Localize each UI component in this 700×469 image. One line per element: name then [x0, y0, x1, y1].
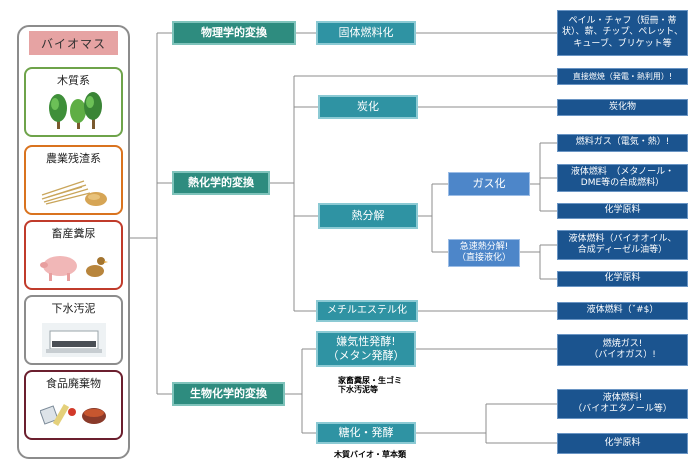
- category-label: 下水汚泥: [51, 302, 96, 315]
- category-sewage-sludge: 下水汚泥: [24, 295, 123, 365]
- product-solid-fuels: ペイル・チャフ（短冊・蒂 状）、薪、チップ、ペレット、 キューブ、ブリケット等: [557, 10, 688, 56]
- product-fuel-gas: 燃料ガス（電気・熱）!: [557, 134, 688, 152]
- process-carbonization: 炭化: [318, 95, 418, 119]
- product-biogas: 燃焼ガス! （バイオガス）!: [557, 334, 688, 366]
- product-chemical-feedstock: 化学原料: [557, 271, 688, 287]
- category-agri-residue: 農業残渣系: [24, 145, 123, 215]
- pig-duck-icon: [40, 256, 108, 281]
- process-solid-fuel: 固体燃料化: [316, 21, 416, 45]
- process-pyrolysis: 熱分解: [318, 203, 418, 229]
- trees-icon: [49, 92, 102, 129]
- product-direct-combustion: 直接燃焼（発電・熱利用）!: [557, 68, 688, 85]
- conversion-physical: 物理学的変換: [172, 21, 296, 45]
- process-saccharification: 糖化・発酵: [316, 422, 416, 444]
- conversion-thermochemical: 熱化学的変換: [172, 171, 270, 195]
- product-bioethanol: 液体燃料! （バイオエタノール等）: [557, 389, 688, 419]
- conversion-biochemical: 生物化学的変換: [172, 382, 285, 406]
- category-label: 木質系: [57, 74, 90, 87]
- straw-icon: [41, 180, 107, 206]
- product-chemical-feedstock: 化学原料: [557, 203, 688, 219]
- category-livestock-manure: 畜産糞尿: [24, 220, 123, 290]
- product-liquid-fuel: 液体燃料（ˇ#$）: [557, 302, 688, 320]
- product-charcoal: 炭化物: [557, 99, 688, 116]
- saccharification-feedstock-note: 木質バイオ・草本類: [334, 450, 406, 459]
- process-methyl-ester: メチルエステル化: [316, 300, 418, 322]
- anaerobic-feedstock-note: 家畜糞尿・生ゴミ 下水汚泥等: [338, 376, 402, 395]
- process-gasification: ガス化: [448, 172, 530, 196]
- category-label: 食品廃棄物: [46, 377, 101, 390]
- sewage-tank-icon: [42, 323, 106, 357]
- category-label: 畜産糞尿: [51, 227, 96, 240]
- process-anaerobic-fermentation: 嫌気性発酵! （メタン発酵）: [316, 331, 416, 367]
- product-bio-oil: 液体燃料（バイオオイル、 合成ディーゼル油等）: [557, 230, 688, 260]
- category-label: 農業残渣系: [46, 152, 101, 165]
- process-fast-pyrolysis: 急速熱分解! （直接液化）: [448, 239, 520, 267]
- product-chemical-feedstock: 化学原料: [557, 433, 688, 454]
- category-food-waste: 食品廃棄物: [24, 370, 123, 440]
- biomass-title: バイオマス: [29, 31, 118, 55]
- product-liquid-fuel-methanol: 液体燃料 （メタノール・ DME等の合成燃料）: [557, 164, 688, 192]
- category-woody: 木質系: [24, 67, 123, 137]
- food-waste-icon: [40, 403, 106, 427]
